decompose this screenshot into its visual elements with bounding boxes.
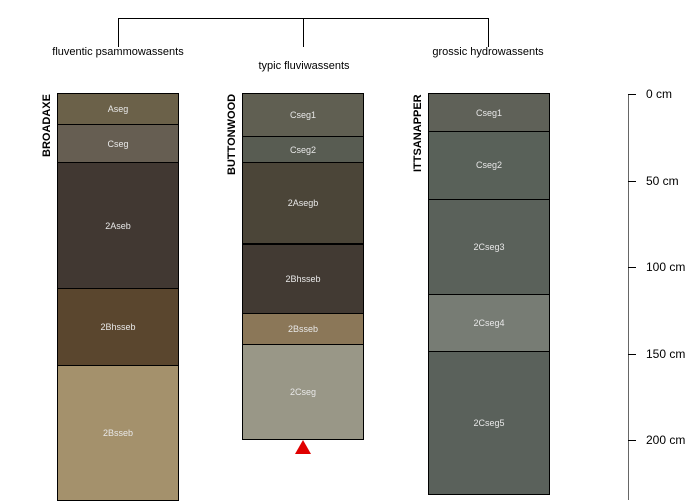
horizon: 2Bhsseb	[242, 243, 364, 314]
horizon-label: 2Bsseb	[287, 323, 319, 334]
horizon-label: 2Cseg5	[473, 418, 505, 429]
horizon-label: Cseg2	[475, 160, 502, 171]
horizon: Cseg2	[242, 136, 364, 164]
horizon: 2Cseg5	[428, 350, 550, 496]
horizon: 2Cseg3	[428, 198, 550, 295]
axis-tick	[628, 440, 636, 441]
horizon-label: Cseg2	[289, 144, 316, 155]
horizon: Cseg1	[242, 93, 364, 138]
horizon-label: Cseg	[107, 138, 129, 149]
dendrogram-branch	[118, 18, 119, 47]
profile-name: BROADAXE	[41, 94, 53, 157]
horizon-label: 2Bsseb	[102, 427, 134, 438]
taxon-label: fluventic psammowassents	[52, 46, 184, 58]
profile-name: ITTSANAPPER	[412, 94, 424, 172]
horizon-label: 2Cseg4	[473, 317, 505, 328]
horizon: 2Cseg	[242, 343, 364, 440]
horizon-label: 2Cseg3	[473, 241, 505, 252]
horizon: Aseg	[57, 93, 179, 126]
axis-tick-label: 50 cm	[646, 173, 679, 188]
horizon: Cseg1	[428, 93, 550, 133]
dendrogram-branch	[488, 18, 489, 47]
horizon-label: 2Bhsseb	[285, 273, 321, 284]
horizon: 2Asegb	[242, 162, 364, 245]
dendrogram-branch	[303, 18, 304, 47]
profile-name: BUTTONWOOD	[226, 93, 238, 175]
axis-tick	[628, 94, 636, 95]
horizon-label: 2Cseg	[289, 386, 316, 397]
horizon: Cseg2	[428, 131, 550, 200]
axis-tick	[628, 180, 636, 182]
axis-tick-label: 150 cm	[646, 346, 686, 361]
horizon-label: 2Asegb	[287, 198, 319, 209]
horizon: Cseg	[57, 124, 179, 164]
horizon-label: 2Aseb	[105, 220, 131, 231]
axis-tick-label: 0 cm	[646, 87, 673, 101]
horizon: 2Aseb	[57, 162, 179, 290]
horizon: 2Bhsseb	[57, 288, 179, 366]
taxon-label: grossic hydrowassents	[432, 46, 544, 58]
horizon-label: Cseg1	[289, 110, 316, 121]
horizon: 2Bsseb	[57, 364, 179, 501]
horizon-label: 2Bhsseb	[100, 322, 136, 333]
truncation-marker-icon	[295, 440, 311, 454]
horizon-label: Cseg1	[475, 107, 502, 118]
horizon: 2Cseg4	[428, 293, 550, 352]
depth-axis-line	[628, 94, 629, 500]
horizon: 2Bsseb	[242, 312, 364, 345]
horizon-label: Aseg	[107, 104, 129, 115]
axis-tick-label: 100 cm	[646, 260, 686, 274]
axis-tick	[628, 267, 636, 268]
axis-tick	[628, 353, 636, 355]
axis-tick-label: 200 cm	[646, 433, 686, 447]
taxon-label: typic fluviwassents	[258, 60, 350, 72]
